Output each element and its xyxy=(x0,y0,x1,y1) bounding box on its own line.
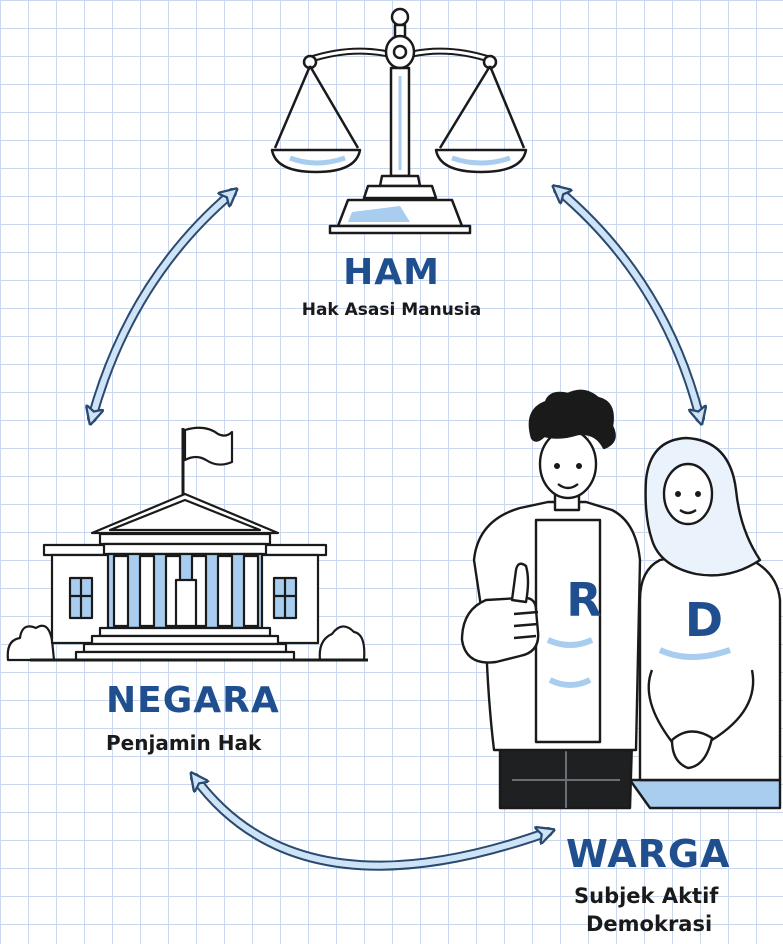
arrow-ham-negara xyxy=(92,193,232,418)
government-building-icon xyxy=(6,426,368,662)
negara-title: NEGARA xyxy=(106,680,280,721)
arrow-ham-warga xyxy=(558,190,700,418)
scales-of-justice-icon xyxy=(270,7,528,235)
boy-shirt-letter: R xyxy=(566,573,601,627)
negara-subtitle: Penjamin Hak xyxy=(106,731,262,755)
arrow-negara-warga xyxy=(195,778,548,871)
ham-title: HAM xyxy=(343,252,440,293)
ham-subtitle: Hak Asasi Manusia xyxy=(301,300,482,320)
warga-subtitle-line2: Demokrasi xyxy=(586,912,713,936)
warga-title: WARGA xyxy=(566,832,731,876)
girl-shirt-letter: D xyxy=(685,593,723,647)
citizens-illustration: R D xyxy=(460,389,782,810)
warga-subtitle-line1: Subjek Aktif xyxy=(574,884,719,908)
